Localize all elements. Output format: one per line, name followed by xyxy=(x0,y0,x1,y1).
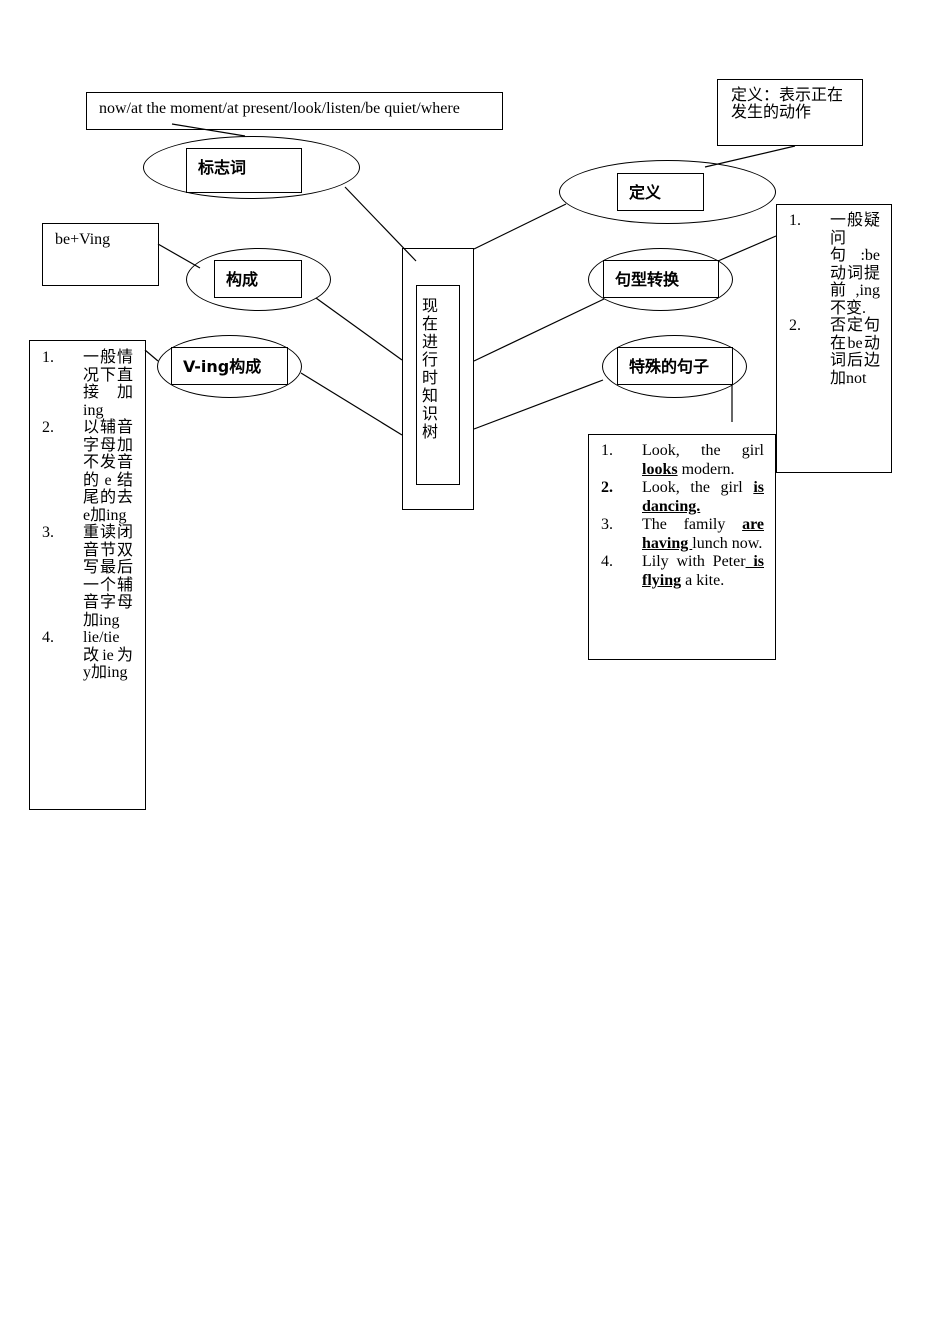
ving-label: V-ing构成 xyxy=(171,347,288,385)
connector-pattern-center xyxy=(473,298,605,362)
list-item: 4.lie/tie改ie为y加ing xyxy=(42,629,133,681)
list-item: 3.The family are having lunch now. xyxy=(601,516,764,552)
connector-definition-center xyxy=(473,203,567,250)
connector-ving-center xyxy=(300,372,403,436)
list-item: 3.重读闭音节双写最后一个辅音字母加ing xyxy=(42,524,133,629)
pattern-rules-box: 1.一般疑问句:be动词提前 ,ing不变. 2.否定句在be动词后边加not xyxy=(776,204,892,473)
special-label: 特殊的句子 xyxy=(617,347,733,385)
definition-detail-box: 定义：表示正在发生的动作 xyxy=(717,79,863,146)
special-sentences-box: 1.Look, the girl looks modern. 2.Look, t… xyxy=(588,434,776,660)
markers-detail-box: now/at the moment/at present/look/listen… xyxy=(86,92,503,130)
structure-oval xyxy=(186,248,331,311)
list-item: 4.Lily with Peter is flying a kite. xyxy=(601,553,764,589)
list-item: 2.Look, the girl is dancing. xyxy=(601,479,764,515)
definition-label: 定义 xyxy=(617,173,704,211)
special-sentences-list: 1.Look, the girl looks modern. 2.Look, t… xyxy=(601,442,764,590)
connector-structure-detail xyxy=(157,243,201,269)
center-outer-box xyxy=(402,248,474,510)
list-item: 1.Look, the girl looks modern. xyxy=(601,442,764,478)
pattern-oval xyxy=(588,248,733,311)
ving-rules-box: 1.一般情况下直接加ing 2.以辅音字母加不发音的e结尾的去e加ing 3.重… xyxy=(29,340,146,810)
pattern-label: 句型转换 xyxy=(603,260,719,298)
structure-detail-box: be+Ving xyxy=(42,223,159,286)
ving-oval xyxy=(157,335,302,398)
markers-label: 标志词 xyxy=(186,148,302,193)
definition-detail-text: 定义：表示正在发生的动作 xyxy=(731,87,844,121)
connector-special-center xyxy=(473,379,604,430)
connector-pattern-list xyxy=(717,235,777,262)
markers-detail-text: now/at the moment/at present/look/listen… xyxy=(99,100,460,117)
connector-markers-detail xyxy=(171,123,246,137)
markers-oval xyxy=(143,136,360,199)
list-item: 2.以辅音字母加不发音的e结尾的去e加ing xyxy=(42,419,133,524)
center-inner-box xyxy=(416,285,460,485)
list-item: 1.一般疑问句:be动词提前 ,ing不变. xyxy=(789,212,880,317)
structure-detail-text: be+Ving xyxy=(55,231,111,248)
structure-label: 构成 xyxy=(214,260,302,298)
definition-oval xyxy=(559,160,776,224)
pattern-rules-list: 1.一般疑问句:be动词提前 ,ing不变. 2.否定句在be动词后边加not xyxy=(789,212,880,387)
ving-rules-list: 1.一般情况下直接加ing 2.以辅音字母加不发音的e结尾的去e加ing 3.重… xyxy=(42,349,133,682)
center-title: 现在进行时知识树 xyxy=(422,298,439,441)
list-item: 2.否定句在be动词后边加not xyxy=(789,317,880,387)
connector-ving-list xyxy=(144,349,159,362)
list-item: 1.一般情况下直接加ing xyxy=(42,349,133,419)
connector-structure-center xyxy=(315,297,403,361)
special-oval xyxy=(602,335,747,398)
